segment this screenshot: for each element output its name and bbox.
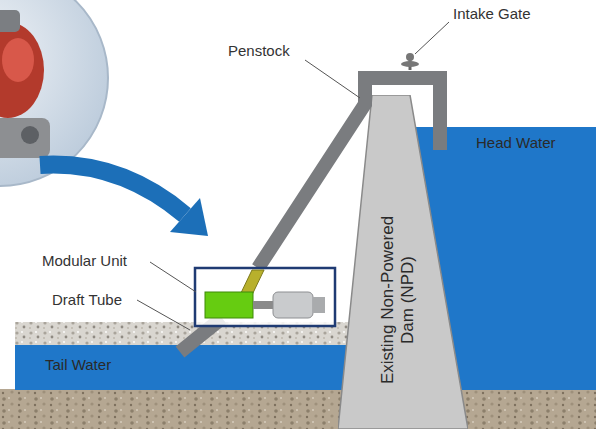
intake-gate-wheel [401, 61, 419, 67]
water-band: Tail Water [15, 345, 395, 390]
turbine-detail [0, 118, 50, 158]
part-label: Modular Unit [42, 252, 127, 270]
part-label: Draft Tube [52, 291, 122, 309]
leader-line [415, 22, 449, 54]
zoom-circle [0, 0, 108, 186]
generator-cap [313, 297, 325, 313]
soil-layer [0, 389, 596, 429]
zoom-arrow [40, 165, 185, 215]
leader-line [150, 262, 196, 292]
water-label: Head Water [476, 134, 555, 152]
turbine-detail [0, 10, 20, 32]
leader-line [137, 300, 190, 330]
dam-body [338, 95, 468, 429]
turbine-body [205, 292, 253, 318]
gravel-layer [15, 322, 375, 346]
leader-line [305, 60, 360, 98]
unit-elbow [240, 270, 264, 295]
dam-shape: Existing Non-Powered Dam (NPD) [338, 95, 468, 429]
part-label: Intake Gate [453, 5, 531, 23]
intake-gate-stem [409, 58, 412, 70]
part-label: Penstock [228, 42, 290, 60]
water-label: Tail Water [45, 356, 111, 374]
turbine-detail [2, 38, 34, 82]
turbine-detail [21, 126, 39, 144]
intake-gate-knob [406, 53, 414, 61]
dam-label: Existing Non-Powered Dam (NPD) [378, 208, 418, 393]
zoom-arrow-head [170, 198, 208, 236]
unit-shaft [253, 301, 273, 309]
modular-unit-box [195, 268, 335, 326]
generator-body [273, 292, 313, 318]
turbine-detail [0, 22, 44, 118]
